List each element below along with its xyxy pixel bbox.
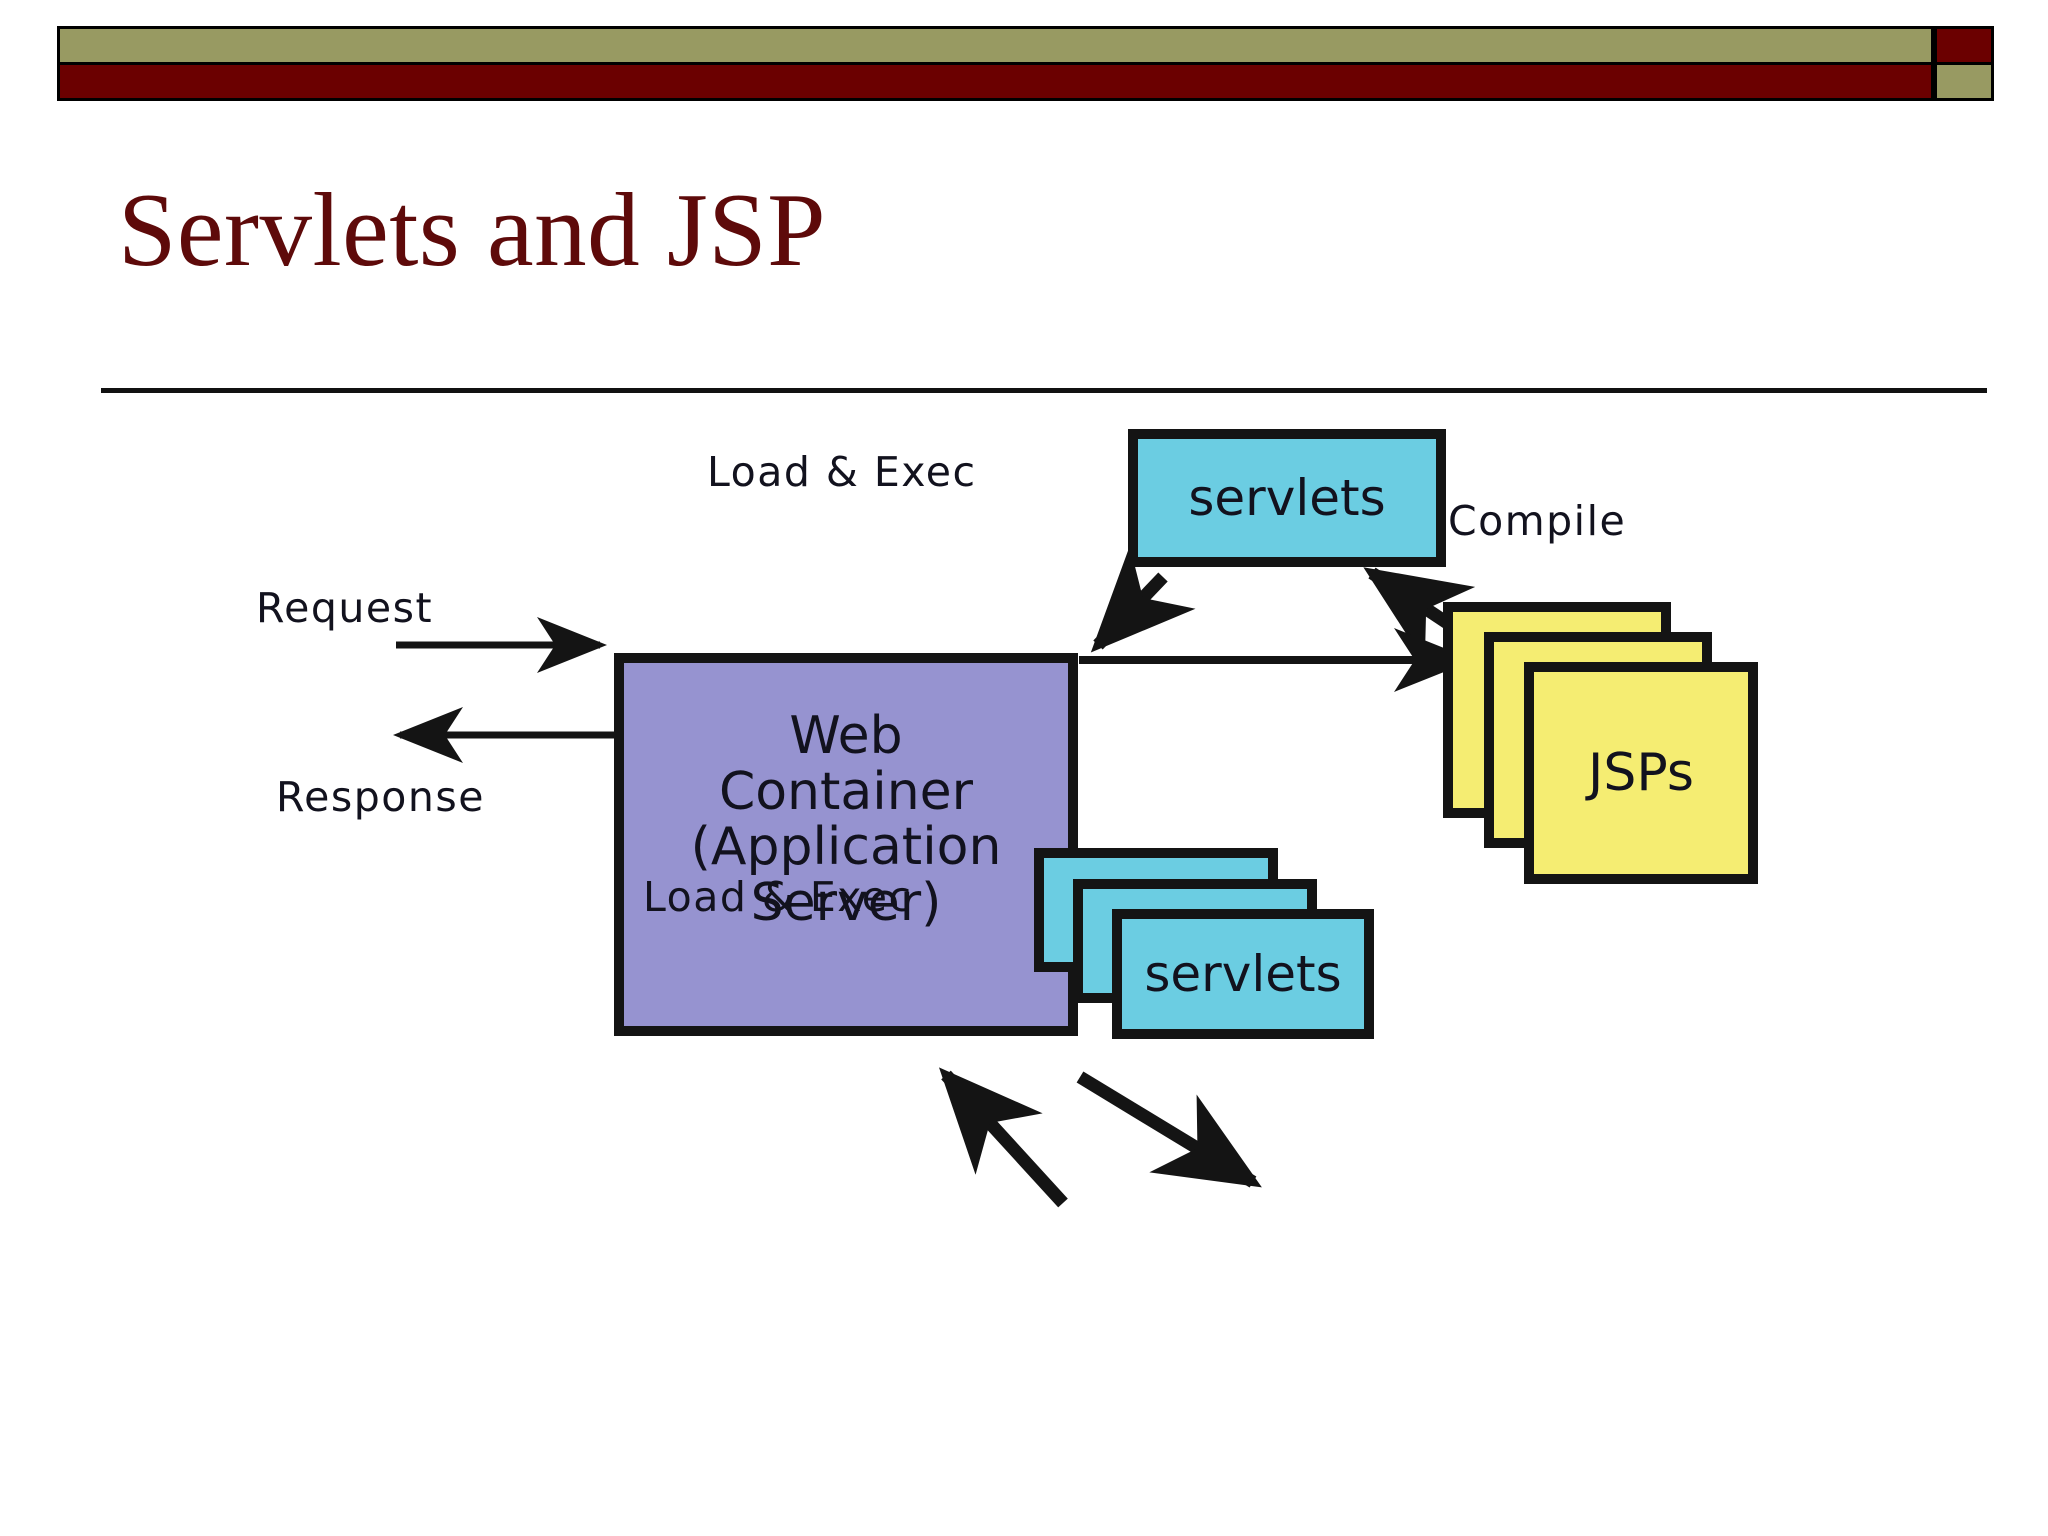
- web-container-line-3: (Application: [690, 817, 1002, 878]
- servlets-top-box[interactable]: servlets: [1128, 429, 1446, 567]
- load-exec-top-label: Load & Exec: [707, 448, 977, 496]
- header-cell-top-right: [1934, 26, 1994, 65]
- header-cell-top-left: [57, 26, 1934, 65]
- request-label: Request: [256, 584, 434, 632]
- header-cell-bottom-left: [57, 62, 1934, 101]
- jsps-label: JSPs: [1588, 743, 1694, 803]
- web-container-line-4: Server): [750, 872, 942, 933]
- web-container-label: Web Container (Application Server): [624, 706, 1068, 933]
- jsps-card-front[interactable]: JSPs: [1524, 662, 1758, 884]
- load-exec-bottom-label: Load & Exec: [643, 873, 913, 921]
- servlets-top-label: servlets: [1188, 469, 1386, 527]
- title-divider: [101, 388, 1987, 393]
- compile-label: Compile: [1448, 497, 1627, 545]
- web-container-line-2: Container: [718, 761, 974, 822]
- web-container-line-1: Web: [789, 706, 903, 766]
- response-label: Response: [276, 773, 485, 821]
- header-cell-bottom-right: [1934, 62, 1994, 101]
- web-container-box[interactable]: Web Container (Application Server): [614, 653, 1078, 1036]
- architecture-diagram: Web Container (Application Server) servl…: [0, 429, 2048, 1430]
- servlets-top-to-container-arrow: [1090, 545, 1196, 653]
- servlets-bottom-card-front[interactable]: servlets: [1112, 909, 1374, 1039]
- page-title: Servlets and JSP: [118, 171, 827, 288]
- servlets-bottom-label: servlets: [1144, 945, 1342, 1003]
- decorative-header-bar: [57, 26, 1994, 101]
